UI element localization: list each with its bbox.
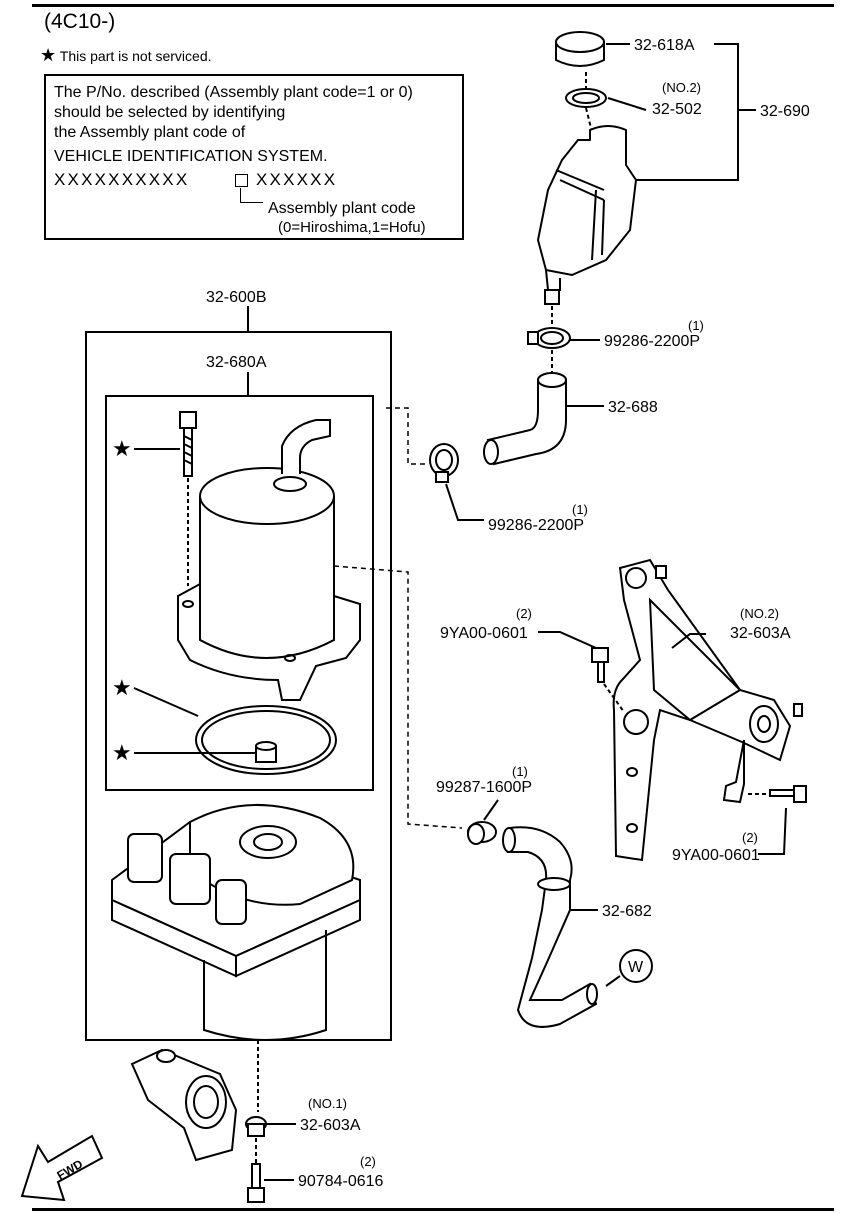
bottom-border (32, 1208, 834, 1211)
bracket-no2 (612, 558, 803, 862)
connection-W-circle (619, 949, 653, 983)
note-line-4: VEHICLE IDENTIFICATION SYSTEM. (54, 148, 328, 165)
vin-left: XXXXXXXXXX (54, 170, 190, 189)
star-icon: ★ (40, 45, 57, 65)
plant-code-label: Assembly plant code (268, 200, 416, 217)
reservoir-cap (555, 31, 605, 67)
top-border (32, 4, 834, 7)
qty-9YA00-upper: (2) (516, 606, 532, 621)
label-32-618A: 32-618A (634, 37, 695, 54)
label-W: W (628, 959, 644, 976)
bracket-bushing (245, 1116, 267, 1137)
hose-32-688 (483, 372, 567, 466)
label-32-688: 32-688 (608, 399, 658, 416)
label-32-502: 32-502 (652, 101, 702, 118)
label-32-682: 32-682 (602, 903, 652, 920)
clamp-middle (429, 443, 459, 483)
clamp-upper (527, 327, 571, 349)
clamp-lower (467, 821, 497, 845)
label-32-680A: 32-680A (206, 354, 267, 371)
label-32-603A-no1: 32-603A (300, 1117, 361, 1134)
note-line-3: the Assembly plant code of (54, 124, 246, 141)
pump-gasket (195, 705, 337, 775)
legend: ★ This part is not serviced. (40, 45, 212, 66)
qty-32-502: (NO.2) (662, 80, 701, 95)
bolt-9YA00-upper (591, 647, 609, 683)
motor-bolt (179, 411, 197, 477)
plant-code-values: (0=Hiroshima,1=Hofu) (278, 219, 426, 236)
star-icon: ★ (112, 675, 132, 700)
label-9YA00-upper: 9YA00-0601 (440, 625, 528, 642)
label-90784: 90784-0616 (298, 1173, 384, 1190)
bracket-no1 (130, 1048, 238, 1162)
qty-32-603A-no2: (NO.2) (740, 606, 779, 621)
label-99287: 99287-1600P (436, 779, 532, 796)
label-99286-middle: 99286-2200P (488, 517, 584, 534)
fwd-arrow (20, 1134, 104, 1202)
assembly-box-32-600B (85, 331, 392, 1041)
assembly-box-32-680A (105, 395, 374, 791)
pump-seal (255, 741, 277, 763)
pump-control-unit (111, 804, 361, 1041)
qty-9YA00-lower: (2) (742, 830, 758, 845)
legend-text: This part is not serviced. (59, 48, 212, 64)
qty-90784: (2) (360, 1154, 376, 1169)
label-32-600B: 32-600B (206, 289, 267, 306)
note-line-1: The P/No. described (Assembly plant code… (54, 84, 413, 101)
model-code: (4C10-) (44, 10, 116, 33)
label-99286-upper: 99286-2200P (604, 333, 700, 350)
qty-32-603A-no1: (NO.1) (308, 1096, 347, 1111)
reservoir-tank (536, 125, 638, 305)
vin-plant-box (235, 174, 248, 187)
hose-32-682 (502, 826, 598, 1028)
reservoir-oring (565, 88, 607, 108)
label-32-603A-no2: 32-603A (730, 625, 791, 642)
qty-99287: (1) (512, 764, 528, 779)
bolt-9YA00-lower (769, 785, 807, 803)
plant-leader (240, 188, 263, 203)
qty-99286-upper: (1) (688, 318, 704, 333)
label-9YA00-lower: 9YA00-0601 (672, 847, 760, 864)
note-box: The P/No. described (Assembly plant code… (44, 74, 464, 240)
label-32-690: 32-690 (760, 103, 810, 120)
qty-99286-middle: (1) (572, 502, 588, 517)
star-icon: ★ (112, 436, 132, 461)
note-line-2: should be selected by identifying (54, 104, 286, 121)
vin-right: XXXXXX (256, 170, 338, 189)
star-icon: ★ (112, 740, 132, 765)
pump-motor (177, 419, 361, 701)
bracket-bolt-lower (247, 1163, 265, 1203)
